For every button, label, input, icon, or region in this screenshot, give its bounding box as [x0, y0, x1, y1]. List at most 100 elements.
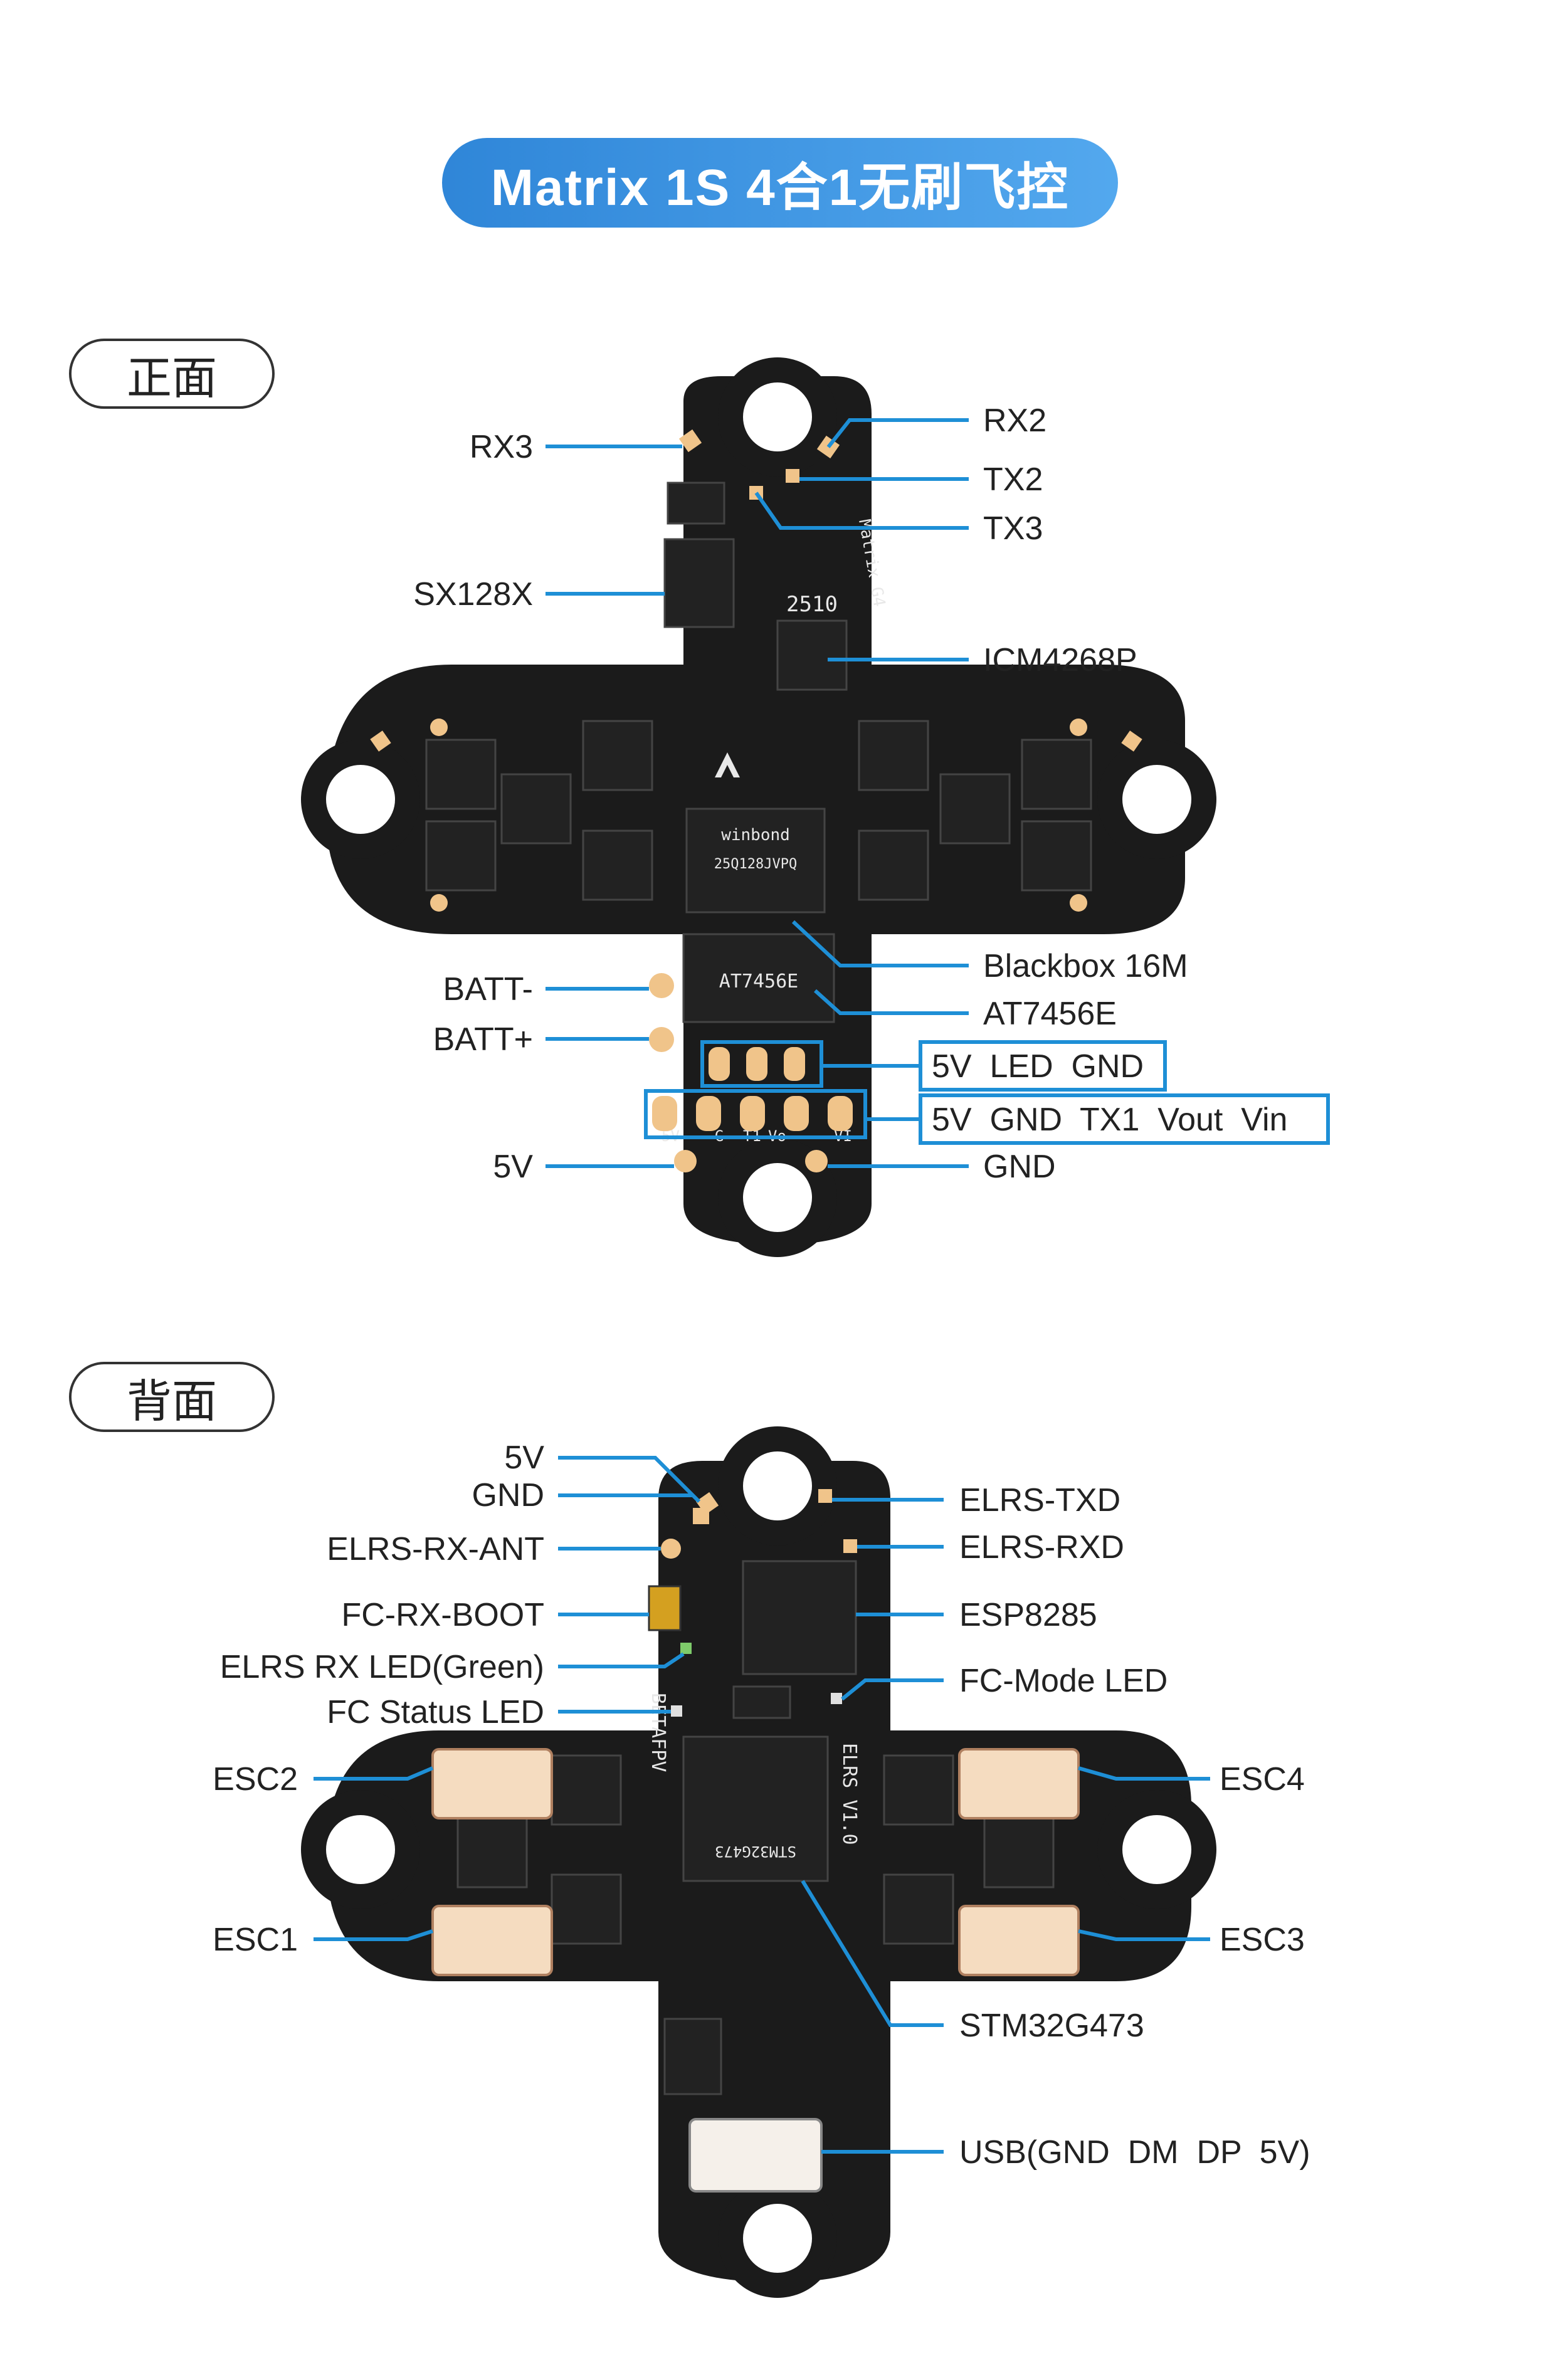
leader-esc3	[1078, 1929, 1210, 1941]
label-stm32: STM32G473	[959, 2008, 1144, 2044]
front-pad-led-signal	[746, 1047, 767, 1081]
back-fc-mode-led	[831, 1693, 842, 1704]
front-driver-3	[858, 720, 929, 791]
front-motor-pad-4	[1070, 894, 1087, 912]
label-5v-front: 5V	[493, 1149, 533, 1185]
front-pad-tx2	[786, 469, 799, 483]
back-crystal	[732, 1685, 791, 1719]
back-pad-elrs-txd	[818, 1489, 832, 1503]
leader-blackbox	[791, 920, 969, 967]
usb-connector	[688, 2118, 823, 2193]
front-crystal	[667, 482, 725, 525]
front-chip-sx128x	[663, 538, 735, 628]
front-chip-imu	[776, 619, 848, 691]
front-mosfet-1	[425, 739, 497, 810]
front-mosfet-2	[425, 820, 497, 892]
back-silk-elrs-version: ELRS V1.0	[838, 1743, 860, 1845]
label-esc2: ESC2	[213, 1761, 298, 1798]
leader-stm32	[801, 1880, 944, 2027]
front-pad-vtx-5v	[652, 1096, 677, 1131]
leader-esc1	[314, 1929, 433, 1941]
front-mount-hole-bottom	[743, 1163, 812, 1232]
front-mount-hole-top	[743, 382, 812, 451]
label-elrs-rxd: ELRS-RXD	[959, 1529, 1124, 1566]
back-chip-stm32	[682, 1735, 829, 1882]
leader-at7456e	[813, 989, 969, 1015]
back-mount-hole-bottom	[743, 2204, 812, 2273]
label-rx2: RX2	[983, 403, 1046, 439]
front-board: winbond 25Q128JVPQ AT7456E 2510 Matrix G…	[301, 357, 1330, 1257]
leader-rx2	[826, 418, 969, 448]
back-mount-hole-top	[743, 1451, 812, 1520]
led-pads-box	[919, 1040, 1167, 1092]
label-tx2: TX2	[983, 461, 1043, 498]
esc2-connector	[431, 1748, 553, 1819]
back-mosfet-6	[983, 1817, 1055, 1888]
front-pad-vtx-gnd	[696, 1096, 721, 1131]
esc4-connector	[958, 1748, 1080, 1819]
front-pad-vtx-vout	[784, 1096, 809, 1131]
led-pad-group-outline	[700, 1040, 823, 1088]
back-mosfet-3	[456, 1817, 528, 1888]
back-silk-brand: BETAFPV	[647, 1693, 669, 1772]
back-chip-esp8285	[742, 1560, 857, 1675]
back-mosfet-1	[551, 1754, 622, 1826]
label-batt-plus: BATT+	[433, 1021, 533, 1058]
label-vtx-pads: 5V GND TX1 Vout Vin	[932, 1102, 1287, 1138]
leader-esc4	[1078, 1766, 1210, 1781]
back-pad-gnd	[693, 1508, 709, 1524]
front-pad-rx3	[678, 429, 702, 453]
front-driver-4	[858, 829, 929, 901]
front-mosfet-5	[1021, 820, 1092, 892]
front-silk-flash-part: 25Q128JVPQ	[714, 856, 797, 872]
front-pad-batt-plus	[649, 1027, 674, 1052]
front-motor-pad-2	[430, 894, 448, 912]
leader-5v-back	[558, 1456, 701, 1503]
back-mosfet-4	[883, 1754, 954, 1826]
front-mount-hole-right	[1122, 765, 1191, 834]
front-logo-icon	[715, 752, 740, 777]
front-mount-hole-left	[326, 765, 395, 834]
leader-esc2	[314, 1766, 434, 1781]
page-title: Matrix 1S 4合1无刷飞控	[442, 138, 1118, 228]
label-sx128x: SX128X	[413, 576, 533, 613]
front-silk-osd-part: AT7456E	[719, 971, 798, 993]
leader-tx3	[754, 492, 969, 530]
label-at7456e: AT7456E	[983, 996, 1117, 1032]
back-pad-elrs-rxd	[843, 1539, 857, 1553]
label-led-pads: 5V LED GND	[932, 1048, 1144, 1085]
front-pad-gnd	[805, 1150, 828, 1172]
label-elrs-rx-led: ELRS RX LED(Green)	[220, 1649, 544, 1685]
section-label-back: 背面	[69, 1362, 275, 1432]
front-motor-pad-1	[430, 719, 448, 736]
label-gnd-back: GND	[472, 1477, 544, 1514]
front-motor-pad-5	[370, 730, 391, 752]
back-silk-mcu: STM32G473	[715, 1843, 796, 1860]
front-pad-5v	[674, 1150, 697, 1172]
front-mosfet-3	[500, 773, 572, 845]
label-esc1: ESC1	[213, 1922, 298, 1958]
front-mosfet-6	[939, 773, 1011, 845]
label-fc-status-led: FC Status LED	[327, 1694, 544, 1730]
esc3-connector	[958, 1905, 1080, 1976]
section-label-front: 正面	[69, 339, 275, 409]
front-motor-pad-6	[1121, 730, 1142, 752]
back-board: BETAFPV ELRS V1.0 STM32G473 5V GND ELRS-…	[213, 1426, 1310, 2298]
front-motor-pad-3	[1070, 719, 1087, 736]
label-gnd-front: GND	[983, 1149, 1056, 1185]
label-fc-rx-boot: FC-RX-BOOT	[341, 1597, 544, 1633]
front-pad-vtx-vin	[828, 1096, 853, 1131]
back-pad-elrs-ant	[661, 1539, 681, 1559]
front-mosfet-4	[1021, 739, 1092, 810]
leader-elrs-rx-led	[558, 1652, 685, 1668]
label-batt-minus: BATT-	[443, 971, 533, 1008]
back-elrs-rx-led	[680, 1643, 692, 1654]
back-mosfet-5	[883, 1873, 954, 1945]
front-driver-1	[582, 720, 653, 791]
label-usb: USB(GND DM DP 5V)	[959, 2134, 1310, 2171]
front-silk-batch: 2510	[786, 592, 838, 617]
label-esc3: ESC3	[1220, 1922, 1305, 1958]
back-chip-regulator	[663, 2018, 722, 2095]
back-boot-button	[648, 1585, 682, 1631]
